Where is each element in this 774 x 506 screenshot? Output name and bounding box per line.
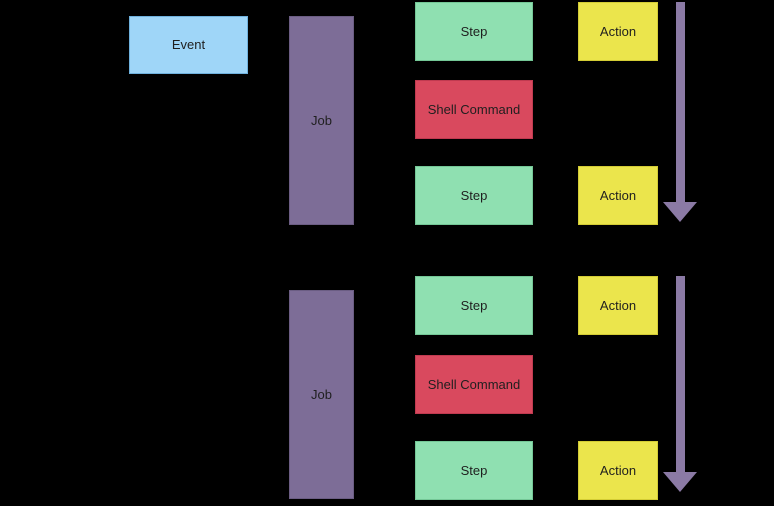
action-node-3: Action	[578, 276, 658, 335]
step-node-2: Step	[415, 166, 533, 225]
down-arrow-1-shaft	[676, 2, 685, 203]
action-node-2: Action	[578, 166, 658, 225]
event-node: Event	[129, 16, 248, 74]
down-arrow-2-shaft	[676, 276, 685, 473]
down-arrow-2-head-icon	[663, 472, 697, 492]
action-node-4: Action	[578, 441, 658, 500]
shell-command-node-1: Shell Command	[415, 80, 533, 139]
step-node-3: Step	[415, 276, 533, 335]
shell-command-node-2: Shell Command	[415, 355, 533, 414]
down-arrow-1-head-icon	[663, 202, 697, 222]
step-node-1: Step	[415, 2, 533, 61]
step-node-4: Step	[415, 441, 533, 500]
job-node-1: Job	[289, 16, 354, 225]
action-node-1: Action	[578, 2, 658, 61]
job-node-2: Job	[289, 290, 354, 499]
